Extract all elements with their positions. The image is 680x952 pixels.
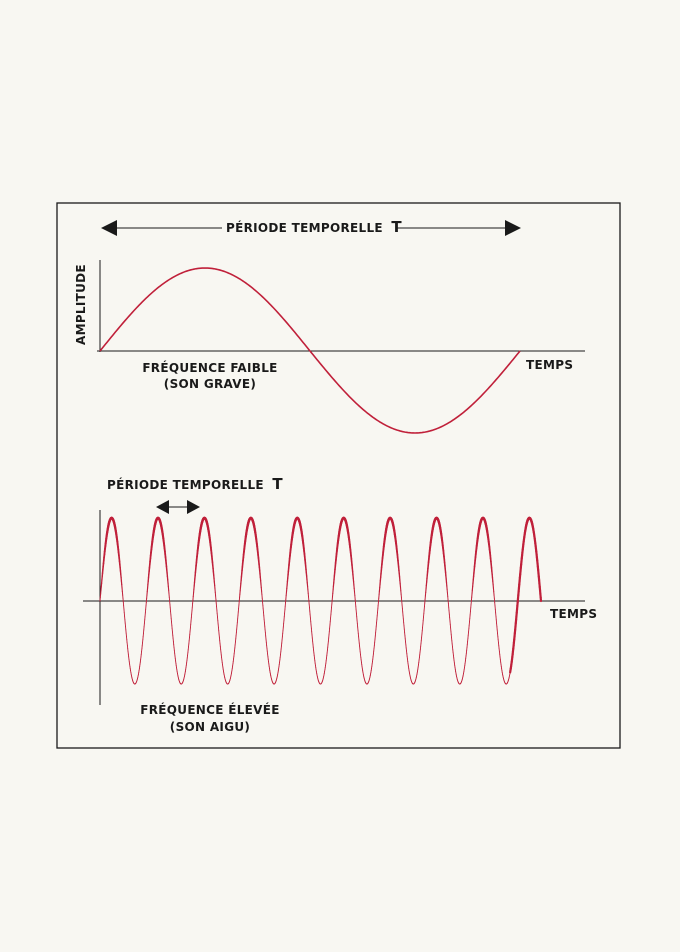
bottom-period-arrowhead-left <box>156 500 169 514</box>
bottom-wave-label-line1: FRÉQUENCE ÉLEVÉE <box>140 702 280 717</box>
bottom-period-symbol: T <box>272 475 283 493</box>
svg-text:PÉRIODE TEMPORELLE T: PÉRIODE TEMPORELLE T <box>107 475 283 493</box>
top-x-axis-label: TEMPS <box>526 358 573 372</box>
bottom-period-arrowhead-right <box>187 500 200 514</box>
bottom-panel: PÉRIODE TEMPORELLE T TEMPS FRÉQUENCE ÉLE… <box>83 475 597 734</box>
top-wave-label-line1: FRÉQUENCE FAIBLE <box>142 360 277 375</box>
top-period-arrowhead-right <box>505 220 521 236</box>
bottom-period-arrow <box>156 500 200 514</box>
top-low-frequency-wave <box>99 267 521 434</box>
bottom-x-axis-label: TEMPS <box>550 607 597 621</box>
bottom-wave-label-line2: (SON AIGU) <box>170 720 250 734</box>
bottom-period-label: PÉRIODE TEMPORELLE <box>107 477 264 492</box>
top-panel: PÉRIODE TEMPORELLE T AMPLITUDE TEMPS FRÉ… <box>74 218 585 434</box>
bottom-high-frequency-wave <box>99 516 543 685</box>
top-wave-label-line2: (SON GRAVE) <box>164 377 256 391</box>
diagram-frame <box>56 202 621 749</box>
top-period-label: PÉRIODE TEMPORELLE <box>226 220 383 235</box>
svg-text:PÉRIODE TEMPORELLE T: PÉRIODE TEMPORELLE T <box>226 218 402 236</box>
top-period-arrowhead-left <box>101 220 117 236</box>
top-period-symbol: T <box>391 218 402 236</box>
top-y-axis-label: AMPLITUDE <box>74 264 88 345</box>
top-period-arrow: PÉRIODE TEMPORELLE T <box>101 218 521 236</box>
